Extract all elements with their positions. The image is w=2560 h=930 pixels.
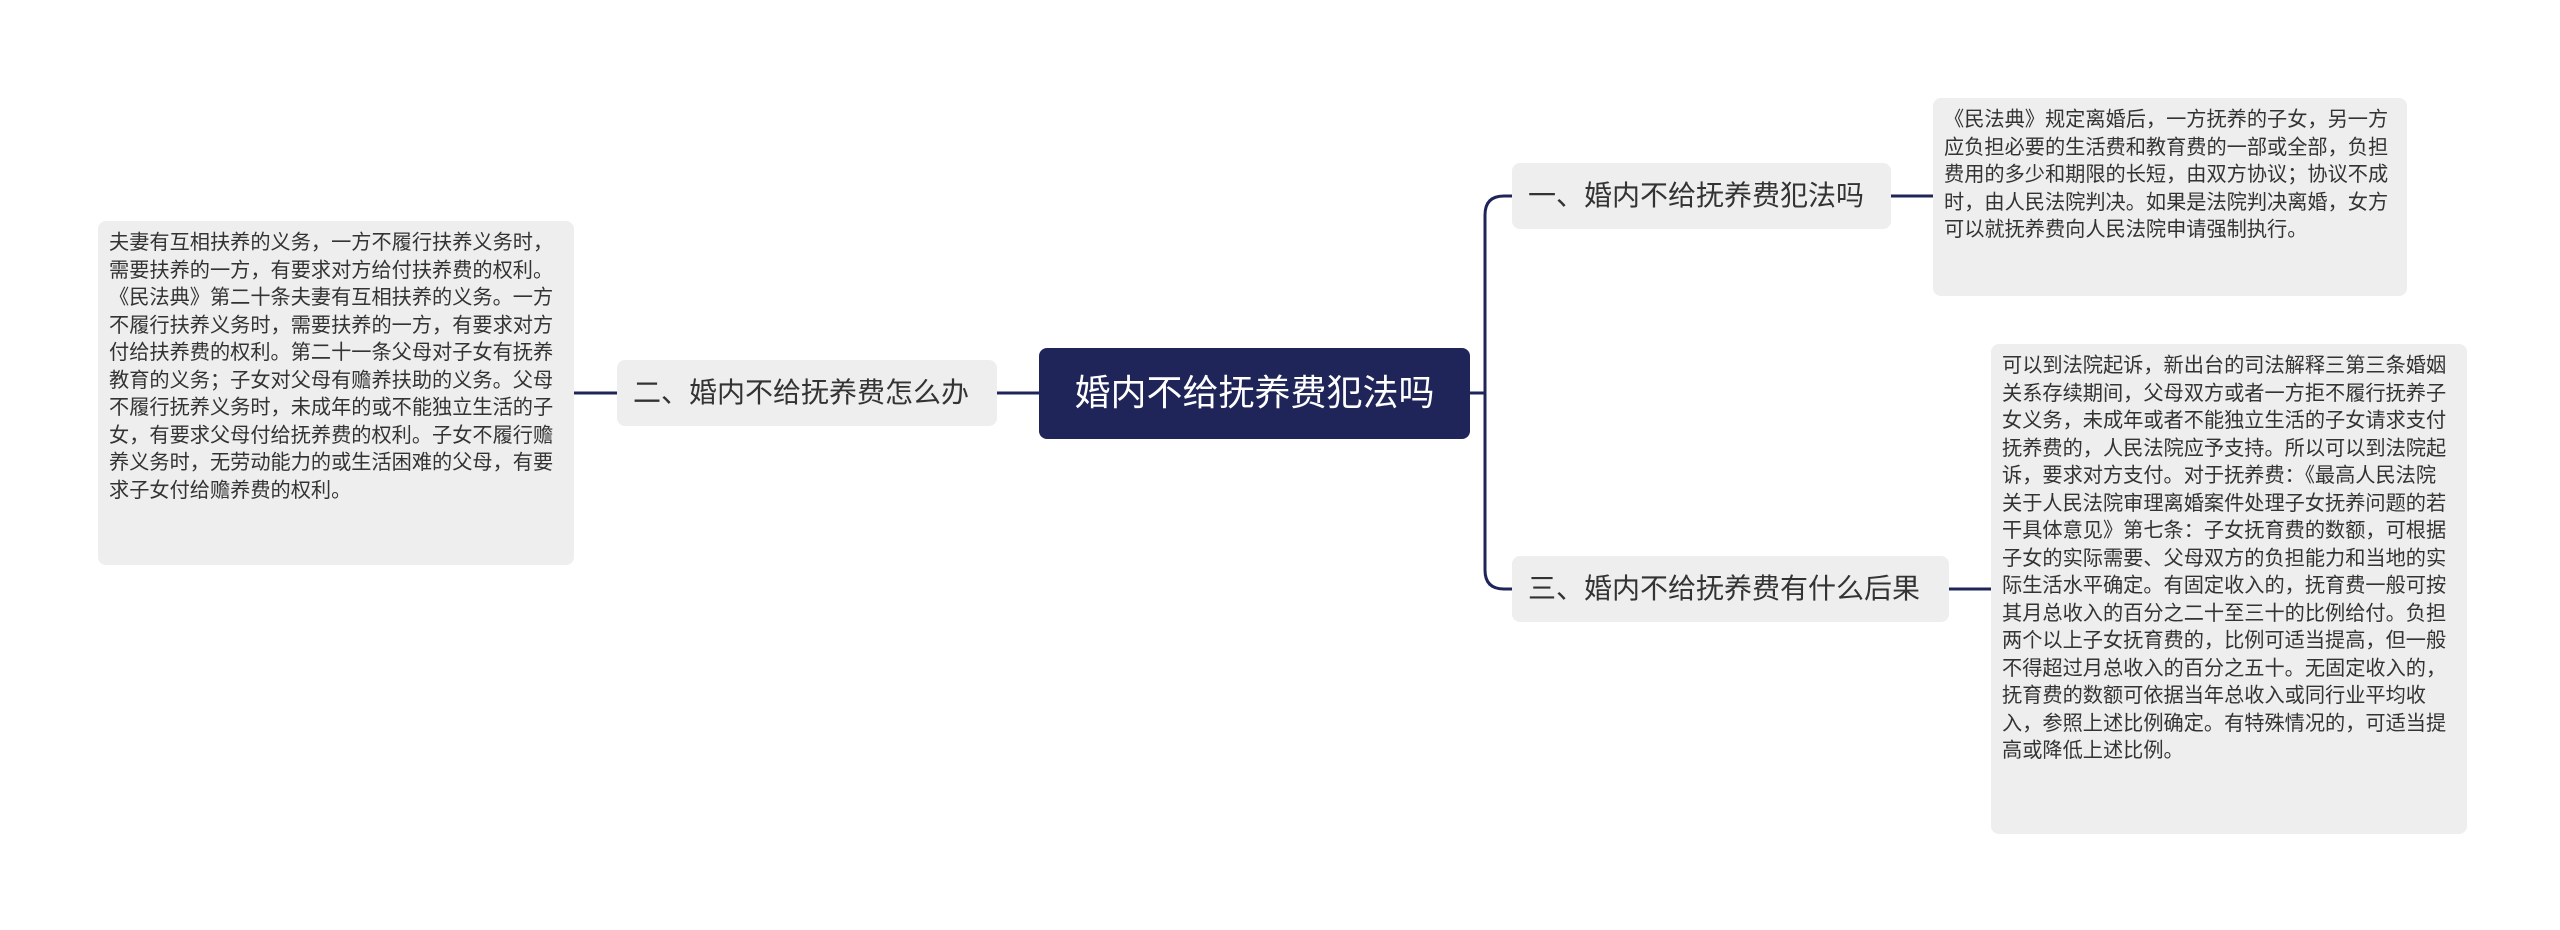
detail-note-3[interactable]: 可以到法院起诉，新出台的司法解释三第三条婚姻关系存续期间，父母双方或者一方拒不履… bbox=[1991, 344, 2467, 834]
root-topic[interactable]: 婚内不给抚养费犯法吗 bbox=[1039, 348, 1470, 439]
branch-topic-2-label: 二、婚内不给抚养费怎么办 bbox=[633, 376, 970, 409]
connector-spine-to-branch-3 bbox=[1483, 393, 1512, 591]
detail-note-2-text: 夫妻有互相扶养的义务，一方不履行扶养义务时，需要扶养的一方，有要求对方给付扶养费… bbox=[109, 230, 554, 502]
detail-note-1[interactable]: 《民法典》规定离婚后，一方抚养的子女，另一方应负担必要的生活费和教育费的一部或全… bbox=[1933, 98, 2407, 296]
branch-topic-3-label: 三、婚内不给抚养费有什么后果 bbox=[1528, 572, 1921, 605]
branch-topic-2[interactable]: 二、婚内不给抚养费怎么办 bbox=[617, 360, 997, 426]
root-topic-label: 婚内不给抚养费犯法吗 bbox=[1074, 373, 1435, 414]
branch-topic-1[interactable]: 一、婚内不给抚养费犯法吗 bbox=[1512, 163, 1891, 229]
detail-note-3-text: 可以到法院起诉，新出台的司法解释三第三条婚姻关系存续期间，父母双方或者一方拒不履… bbox=[2002, 353, 2447, 762]
branch-topic-3[interactable]: 三、婚内不给抚养费有什么后果 bbox=[1512, 556, 1949, 622]
connector-spine-to-branch-1 bbox=[1483, 194, 1512, 393]
branch-topic-1-label: 一、婚内不给抚养费犯法吗 bbox=[1528, 179, 1865, 212]
detail-note-1-text: 《民法典》规定离婚后，一方抚养的子女，另一方应负担必要的生活费和教育费的一部或全… bbox=[1944, 107, 2389, 241]
detail-note-2[interactable]: 夫妻有互相扶养的义务，一方不履行扶养义务时，需要扶养的一方，有要求对方给付扶养费… bbox=[98, 221, 574, 565]
